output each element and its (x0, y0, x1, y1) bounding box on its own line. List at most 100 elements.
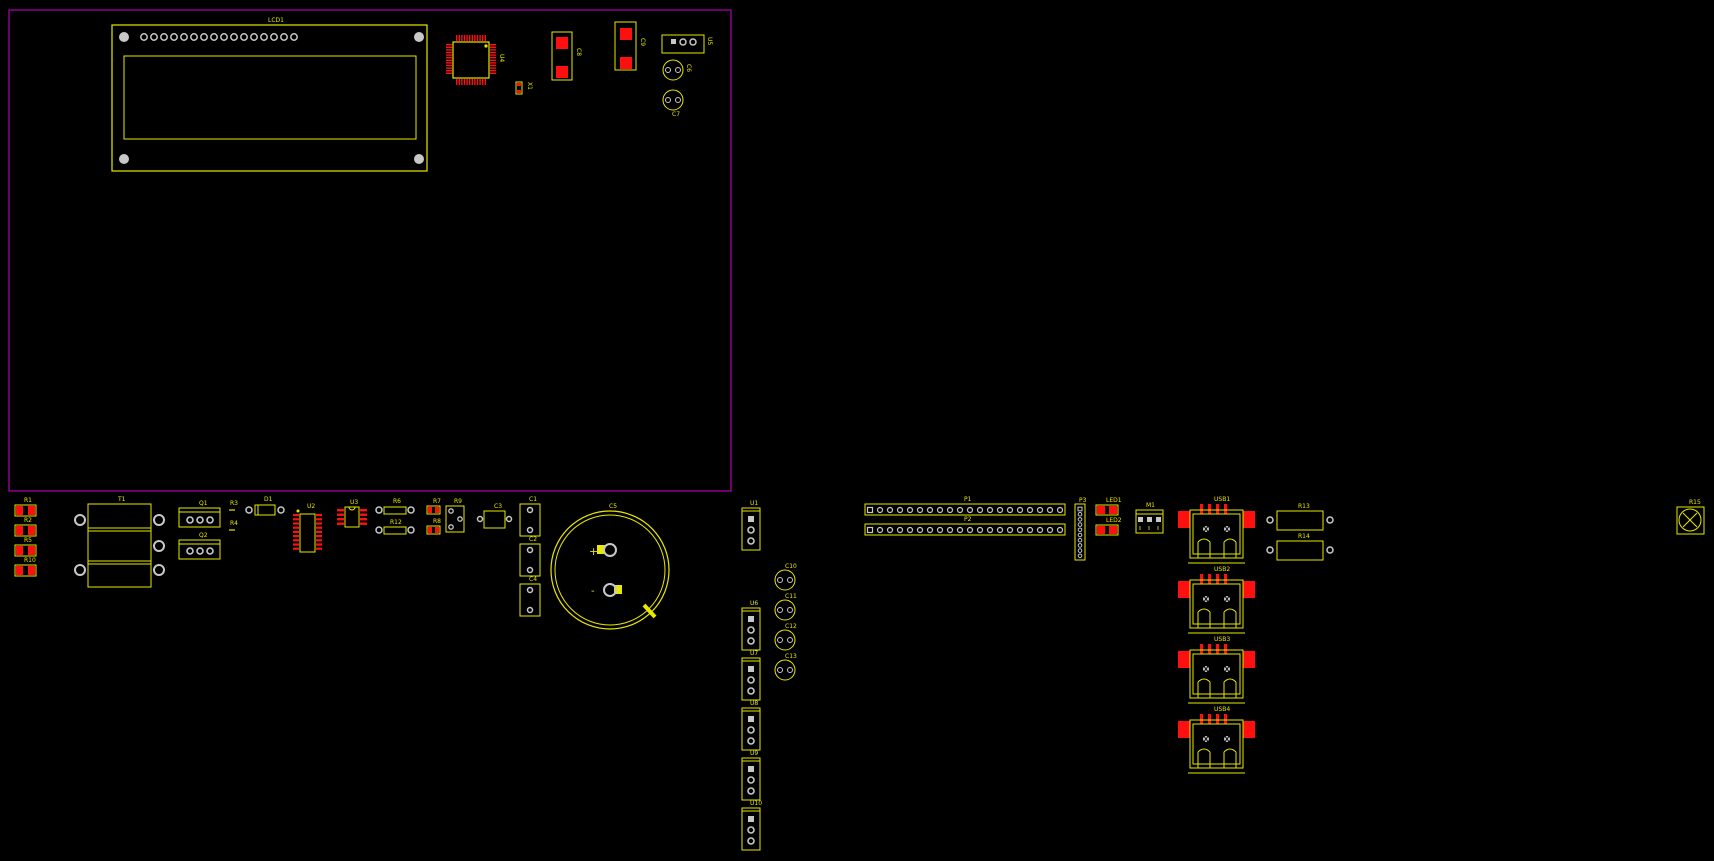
ref-lcd1: LCD1 (268, 17, 284, 24)
ref-c6: C6 (685, 64, 692, 72)
ref-u6: U6 (750, 600, 758, 607)
component-r13[interactable]: R13 (1266, 503, 1334, 531)
ref-c1: C1 (529, 496, 537, 503)
component-usb1[interactable]: USB1 (1178, 496, 1255, 564)
u3-pins (337, 509, 367, 525)
component-usb2[interactable]: USB2 (1178, 566, 1255, 634)
component-d1[interactable]: D1 (245, 496, 285, 516)
ref-x1: X1 (526, 82, 533, 90)
p3-pads (1077, 506, 1083, 559)
ref-u3: U3 (350, 499, 358, 506)
ref-c7: C7 (672, 111, 680, 118)
component-led1[interactable]: LED1 (1095, 497, 1122, 516)
ref-r15: R15 (1689, 499, 1701, 506)
ref-u8: U8 (750, 700, 758, 707)
component-r10[interactable]: R10 (14, 557, 37, 577)
component-u7[interactable]: U7 (741, 650, 761, 701)
ref-usb2: USB2 (1214, 566, 1230, 573)
component-c6[interactable]: C6 (662, 59, 692, 81)
ref-c11: C11 (785, 593, 797, 600)
ref-u5: U5 (706, 37, 713, 45)
ref-usb4: USB4 (1214, 706, 1230, 713)
ref-led2: LED2 (1106, 517, 1122, 524)
component-u10[interactable]: U10 (741, 800, 762, 851)
ref-q2: Q2 (199, 532, 208, 539)
ref-p3: P3 (1079, 497, 1087, 504)
component-c8[interactable]: C8 (551, 31, 582, 81)
c5-plus-mark: + (589, 545, 598, 558)
component-p1[interactable]: P1 (864, 496, 1066, 516)
component-r8[interactable]: R8 (426, 518, 441, 535)
p1-pads (866, 506, 1064, 514)
ref-m1: M1 (1146, 502, 1155, 509)
component-q1[interactable]: Q1 (178, 500, 221, 528)
component-c4[interactable]: C4 (519, 576, 541, 617)
ref-r7: R7 (433, 498, 441, 505)
component-p3[interactable]: P3 (1074, 497, 1087, 561)
component-c12[interactable]: C12 (774, 623, 797, 651)
component-u8[interactable]: U8 (741, 700, 761, 751)
ref-led1: LED1 (1106, 497, 1122, 504)
component-r14[interactable]: R14 (1266, 533, 1334, 561)
ref-r2: R2 (24, 517, 32, 524)
component-c13[interactable]: C13 (774, 653, 797, 681)
component-u4[interactable]: U4 (446, 35, 505, 85)
ref-r9: R9 (454, 498, 462, 505)
ref-r14: R14 (1298, 533, 1310, 540)
component-x1[interactable]: X1 (515, 81, 533, 95)
component-r4[interactable]: R4 (229, 520, 238, 531)
ref-u2: U2 (307, 503, 315, 510)
component-usb4[interactable]: USB4 (1178, 706, 1255, 774)
component-led2[interactable]: LED2 (1095, 517, 1122, 536)
component-r6[interactable]: R6 (375, 498, 415, 515)
ref-p2: P2 (964, 516, 972, 523)
ref-c13: C13 (785, 653, 797, 660)
ref-u10: U10 (750, 800, 762, 807)
ref-u9: U9 (750, 750, 758, 757)
component-c1[interactable]: C1 (519, 496, 541, 537)
component-c11[interactable]: C11 (774, 593, 797, 621)
component-lcd1[interactable]: LCD1 (111, 17, 428, 172)
component-r5[interactable]: R5 (14, 537, 37, 557)
ref-p1: P1 (964, 496, 972, 503)
component-t1[interactable]: T1 (74, 496, 165, 588)
component-q2[interactable]: Q2 (178, 532, 221, 560)
component-c3[interactable]: C3 (476, 503, 513, 529)
component-u1[interactable]: U1 (741, 500, 761, 551)
component-m1[interactable]: M1 (1135, 502, 1164, 534)
component-u9[interactable]: U9 (741, 750, 761, 801)
component-r7[interactable]: R7 (426, 498, 441, 515)
component-usb3[interactable]: USB3 (1178, 636, 1255, 704)
component-u6[interactable]: U6 (741, 600, 761, 651)
ref-c9: C9 (639, 38, 646, 46)
u4-pins (446, 35, 496, 85)
component-r15[interactable]: R15 (1676, 499, 1705, 535)
ref-d1: D1 (264, 496, 273, 503)
component-u2[interactable]: U2 (293, 503, 322, 553)
component-c2[interactable]: C2 (519, 536, 541, 577)
component-r9[interactable]: R9 (445, 498, 465, 533)
lcd-mounting-holes (119, 32, 424, 164)
board-outline (8, 9, 732, 492)
component-u3[interactable]: U3 (337, 499, 367, 528)
component-r2[interactable]: R2 (14, 517, 37, 537)
component-r12[interactable]: R12 (375, 519, 415, 535)
ref-r6: R6 (393, 498, 401, 505)
ref-c5: C5 (609, 503, 617, 510)
component-r1[interactable]: R1 (14, 497, 37, 517)
component-p2[interactable]: P2 (864, 516, 1066, 536)
component-u5[interactable]: U5 (661, 34, 713, 54)
component-c10[interactable]: C10 (774, 563, 797, 591)
ref-q1: Q1 (199, 500, 208, 507)
component-c7[interactable]: C7 (662, 89, 684, 118)
component-r3[interactable]: R3 (229, 500, 238, 511)
component-c9[interactable]: C9 (614, 21, 646, 71)
ref-r3: R3 (230, 500, 238, 507)
component-c5[interactable]: + - C5 (550, 503, 670, 630)
ref-c10: C10 (785, 563, 797, 570)
ref-c3: C3 (494, 503, 502, 510)
